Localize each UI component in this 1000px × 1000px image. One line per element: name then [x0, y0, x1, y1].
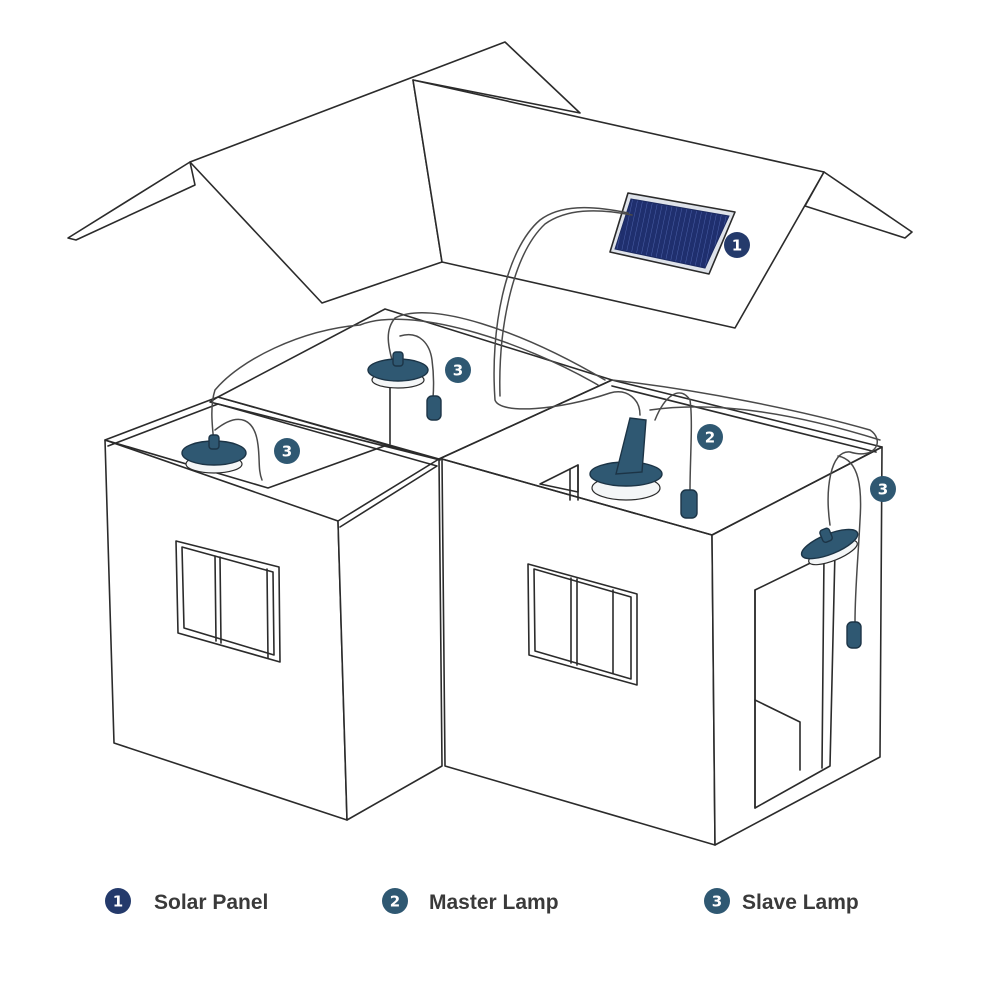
callout-slave-lamp-left: 3	[274, 438, 300, 464]
svg-text:Solar Panel: Solar Panel	[154, 891, 268, 914]
svg-text:3: 3	[453, 362, 463, 380]
legend: 1 Solar Panel 2 Master Lamp 3 Slave Lamp	[105, 888, 859, 914]
right-room-top-rim	[438, 379, 883, 536]
master-lamp-switch	[680, 489, 698, 519]
legend-item-master-lamp: 2 Master Lamp	[382, 888, 559, 914]
solar-panel	[609, 192, 736, 275]
slave-lamp-door	[800, 527, 859, 566]
legend-item-solar-panel: 1 Solar Panel	[105, 888, 268, 914]
roof-right-wing	[804, 171, 913, 239]
svg-text:1: 1	[732, 237, 742, 255]
left-block-right-wall	[337, 458, 443, 821]
callout-solar-panel: 1	[724, 232, 750, 258]
callout-slave-lamp-top: 3	[445, 357, 471, 383]
right-window	[527, 563, 638, 686]
svg-text:Slave Lamp: Slave Lamp	[742, 891, 859, 914]
svg-text:2: 2	[390, 893, 400, 911]
house	[104, 308, 883, 846]
slave-lamp-top	[367, 351, 442, 421]
svg-text:3: 3	[712, 893, 722, 911]
svg-text:2: 2	[705, 429, 715, 447]
svg-text:Master Lamp: Master Lamp	[429, 891, 559, 914]
roof-left-wing	[67, 161, 196, 241]
svg-text:3: 3	[282, 443, 292, 461]
doorway	[754, 550, 836, 809]
callout-master-lamp: 2	[697, 424, 723, 450]
slave-lamp-left	[181, 434, 247, 474]
legend-item-slave-lamp: 3 Slave Lamp	[704, 888, 859, 914]
left-window	[175, 540, 281, 663]
slave-lamp-door-switch	[846, 621, 862, 649]
slave-lamp-top-switch	[426, 395, 442, 421]
roof-front-slope	[412, 79, 825, 329]
callout-slave-lamp-door: 3	[870, 476, 896, 502]
solar-cells	[614, 198, 730, 269]
roof	[67, 41, 913, 329]
cables	[211, 206, 881, 623]
svg-text:3: 3	[878, 481, 888, 499]
master-lamp	[589, 417, 698, 519]
svg-text:1: 1	[113, 893, 123, 911]
